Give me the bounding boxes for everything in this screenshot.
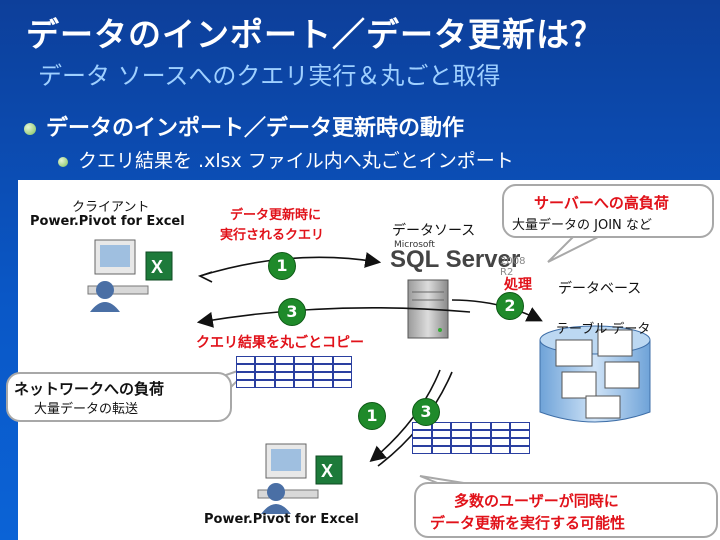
client-label-1: クライアント <box>72 200 150 215</box>
bullet-sub: クエリ結果を .xlsx ファイル内へ丸ごとインポート <box>58 146 514 173</box>
database-icon <box>539 325 651 423</box>
client-label-2: Power.Pivot for Excel <box>30 214 185 229</box>
processing-label: 処理 <box>504 277 532 293</box>
step3-circle: 3 <box>278 298 306 326</box>
bullet-main-text: データのインポート／データ更新時の動作 <box>46 116 465 141</box>
sql-version-text: 2008 R2 <box>500 256 526 278</box>
client-computer-icon <box>87 239 149 312</box>
bullet-dot-icon <box>58 156 68 167</box>
network-detail: 大量データの転送 <box>34 402 139 417</box>
result-grid-1 <box>236 356 352 388</box>
server-load-bubble: サーバーへの高負荷 大量データの JOIN など <box>502 184 714 238</box>
result-grid-2 <box>412 422 530 454</box>
step2-circle: 2 <box>496 292 524 320</box>
excel-icon: X <box>145 251 173 281</box>
sql-microsoft-text: Microsoft <box>394 240 435 250</box>
bullet-main: データのインポート／データ更新時の動作 <box>24 110 464 142</box>
copy-label: クエリ結果を丸ごとコピー <box>196 335 364 351</box>
slide-subtitle: データ ソースへのクエリ実行＆丸ごと取得 <box>38 62 501 90</box>
concurrent-bubble: 多数のユーザーが同時に データ更新を実行する可能性 <box>414 482 718 538</box>
bullet-sub-text: クエリ結果を .xlsx ファイル内へ丸ごとインポート <box>78 150 514 172</box>
excel2-icon: X <box>315 455 343 485</box>
network-title: ネットワークへの負荷 <box>14 380 165 398</box>
step3b-circle: 3 <box>412 398 440 426</box>
network-bubble: ネットワークへの負荷 大量データの転送 <box>6 372 232 422</box>
bullet-dot-icon <box>24 123 36 135</box>
concurrent-line-2: データ更新を実行する可能性 <box>430 514 626 532</box>
svg-text:X: X <box>151 257 163 277</box>
result-arrow <box>196 306 471 328</box>
client2-label: Power.Pivot for Excel <box>204 512 359 527</box>
slide-title: データのインポート／データ更新は？ <box>26 15 604 54</box>
table-data-label: テーブル データ <box>556 322 651 337</box>
query-label-1: データ更新時に <box>230 208 322 223</box>
sql-server-logo: Microsoft SQL Server 2008 R2 <box>390 240 530 278</box>
step1b-circle: 1 <box>358 402 386 430</box>
server-load-detail: 大量データの JOIN など <box>512 218 652 233</box>
server-load-title: サーバーへの高負荷 <box>534 194 669 212</box>
client2-computer-icon <box>257 443 319 514</box>
concurrent-line-1: 多数のユーザーが同時に <box>454 492 619 510</box>
step1-circle: 1 <box>268 252 296 280</box>
datasource-label: データソース <box>392 223 476 239</box>
sql-logo-text: SQL Server <box>390 246 521 273</box>
query-label-2: 実行されるクエリ <box>220 228 325 243</box>
svg-text:X: X <box>321 461 333 481</box>
database-label: データベース <box>558 281 642 297</box>
